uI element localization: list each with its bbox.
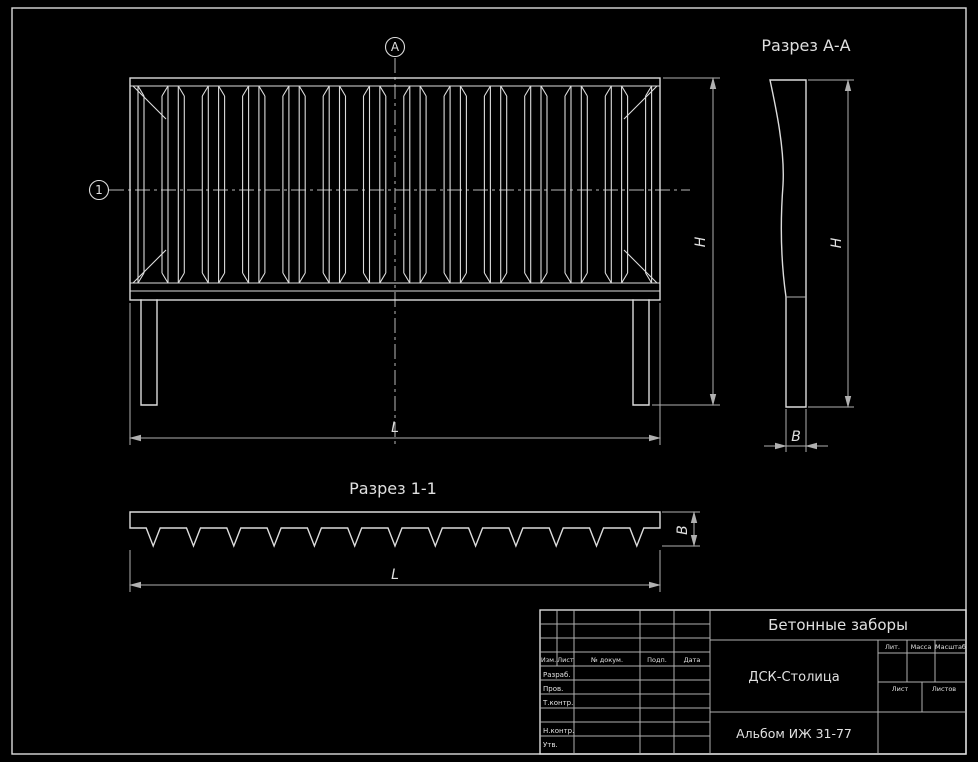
prop-lit: Лит. [885,643,900,651]
marker-circle [384,36,406,58]
dim-width-section: B [764,409,828,452]
dim-height-section: H [808,79,854,408]
section-title: Разрез 1-1 [349,479,437,498]
col-data: Дата [684,656,701,664]
dimension-label: H [829,237,845,248]
plan-section-profile [129,511,661,548]
role-prov: Пров. [543,685,563,693]
dimension-label: H [693,236,709,247]
panel-outline [129,77,661,301]
prop-masshtab: Масштаб [935,643,966,651]
section-marker-1: 1 [88,179,110,201]
corner-braces [132,85,658,284]
title-block-grid [540,610,966,754]
role-utv: Утв. [543,741,558,749]
dimension-label: B [791,429,801,445]
sheet-border [11,7,967,755]
front-view: А 1 H L [88,36,720,448]
dimension-label: B [675,525,691,535]
dim-length-plan: L [129,550,661,592]
extension-lines [129,303,661,445]
role-tkontr: Т.контр. [542,699,573,707]
prop-massa: Масса [911,643,932,651]
col-podp: Подп. [647,656,667,664]
marker-circle [88,179,110,201]
title-block: Изм. Лист № докум. Подп. Дата Разраб. Пр… [539,609,967,755]
section-11: Разрез 1-1 B L [129,479,700,592]
dim-width-plan: B [662,511,700,547]
role-razrab: Разраб. [543,671,571,679]
album-number: Альбом ИЖ 31-77 [736,726,852,741]
role-nkontr: Н.контр. [543,727,574,735]
dimension-label: L [391,420,399,436]
section-title: Разрез А-А [761,36,850,55]
section-aa: Разрез А-А H B [761,36,854,452]
dim-height-main: H [652,77,720,406]
sheet-label: Лист [892,685,909,693]
panel-legs [140,299,650,406]
dim-length-main: L [129,303,661,445]
marker-label: 1 [95,183,103,197]
organization-name: ДСК-Столица [748,670,839,685]
col-list: Лист [557,656,574,664]
sheets-label: Листов [932,685,956,693]
col-docnum: № докум. [590,656,623,664]
section-profile [769,79,807,408]
product-title: Бетонные заборы [768,616,908,634]
dimension-label: L [391,567,399,583]
section-marker-a: А [384,36,406,58]
marker-label: А [391,40,400,54]
col-izm: Изм. [541,656,556,664]
